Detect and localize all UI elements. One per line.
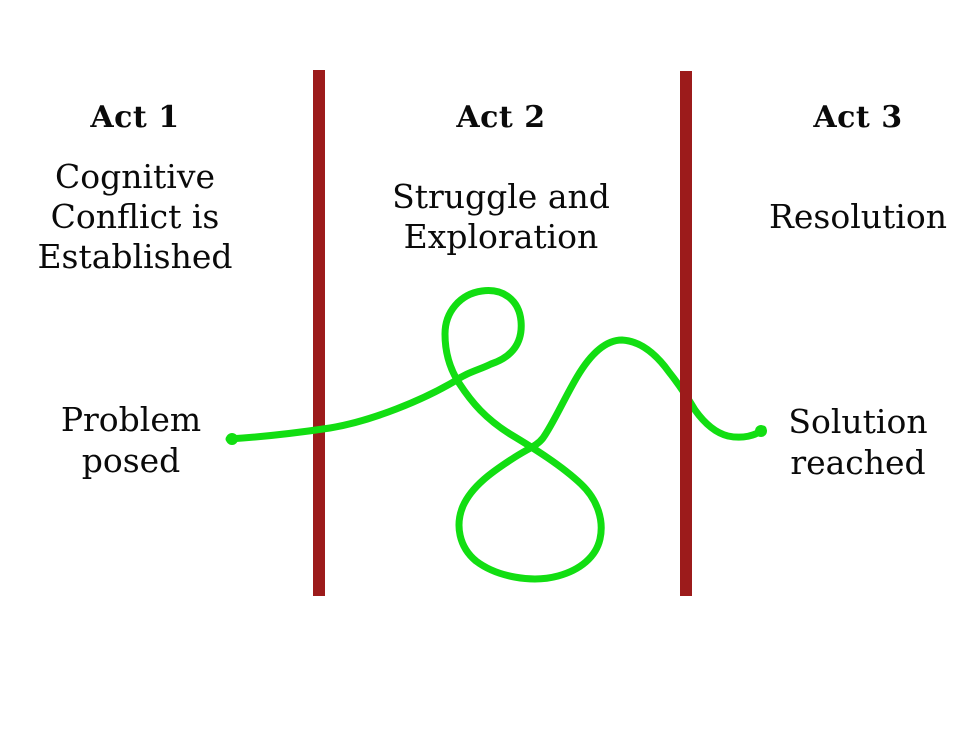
journey-path	[225, 287, 767, 583]
act2-desc-line1: Struggle and	[392, 177, 610, 216]
act2-title: Act 2	[456, 100, 546, 135]
problem-posed-label: Problem posed	[41, 399, 221, 481]
path-end-dot	[755, 425, 767, 437]
act2-desc-line2: Exploration	[403, 217, 599, 256]
act-divider-2	[680, 71, 692, 596]
solution-label-line2: reached	[790, 443, 926, 482]
solution-label-line1: Solution	[788, 402, 928, 441]
act1-desc-line1: Cognitive	[54, 157, 216, 196]
problem-label-line2: posed	[81, 441, 181, 480]
path-start-dot	[226, 433, 238, 445]
act1-desc-line3: Established	[37, 237, 233, 276]
solution-reached-label: Solution reached	[768, 401, 948, 483]
act3-desc-line1: Resolution	[769, 197, 947, 236]
act-divider-1	[313, 70, 325, 596]
act1-title: Act 1	[90, 100, 180, 135]
act3-description: Resolution	[748, 197, 968, 237]
act1-desc-line2: Conflict is	[50, 197, 220, 236]
act3-title: Act 3	[813, 100, 903, 135]
act2-description: Struggle and Exploration	[391, 177, 611, 257]
problem-label-line1: Problem	[60, 400, 202, 439]
act1-description: Cognitive Conflict is Established	[35, 157, 235, 277]
